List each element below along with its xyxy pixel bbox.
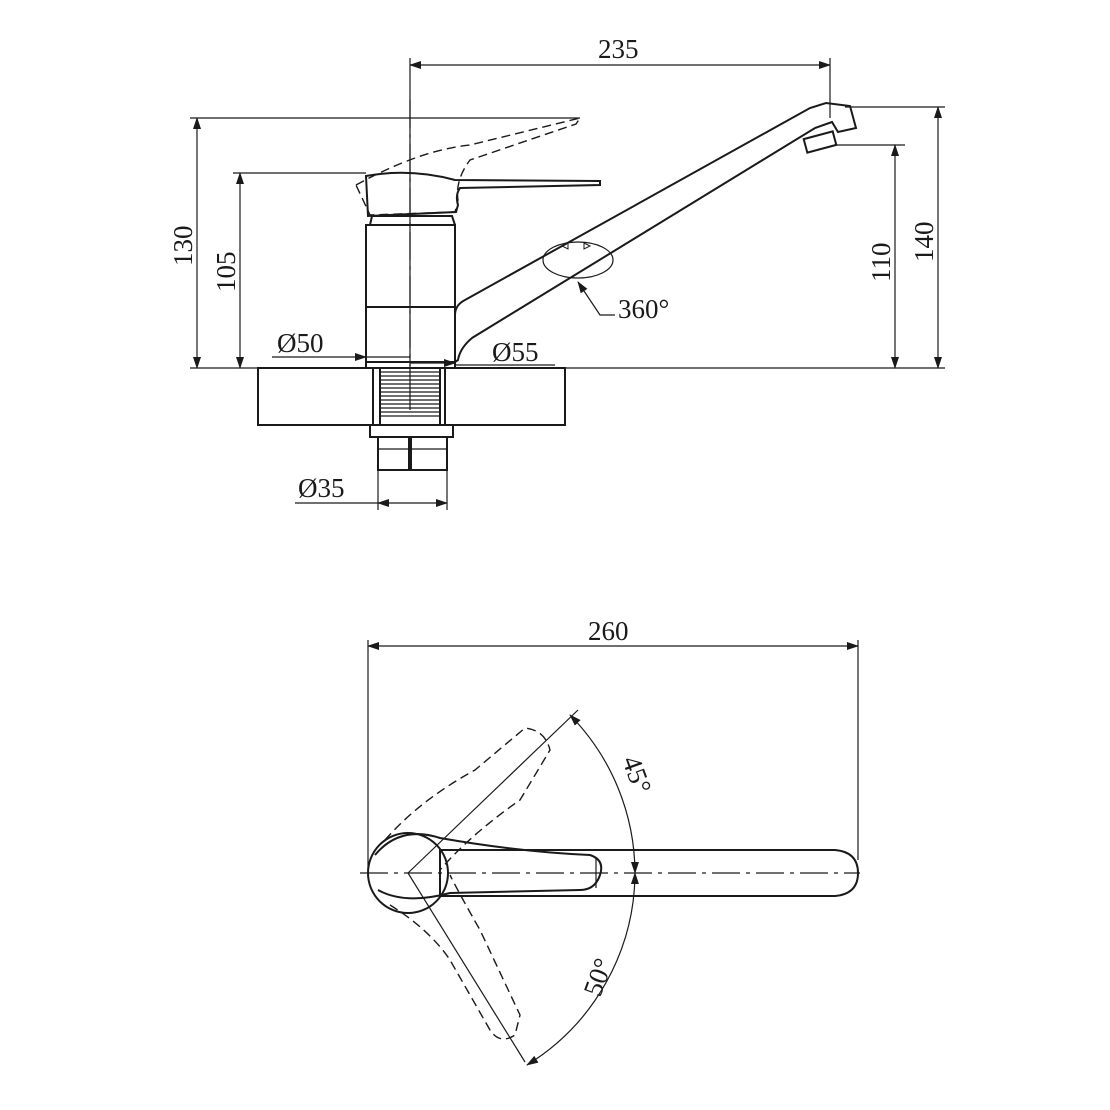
top-view: 260 45° 50°: [360, 616, 860, 1066]
swivel-label: 360°: [618, 294, 669, 324]
cartridge-collar: [369, 215, 456, 226]
lever-right-dashed: [389, 874, 521, 1040]
dim-130: 130: [168, 226, 198, 267]
lock-nut: [369, 424, 454, 438]
spout: [454, 101, 858, 364]
lever-left-dashed: [384, 727, 551, 871]
dim-110: 110: [866, 243, 896, 283]
swivel-ellipse: [542, 241, 614, 279]
lever-handle: [364, 171, 601, 218]
swivel-arrows-icon: [560, 242, 592, 250]
dim-d35: Ø35: [298, 473, 345, 503]
thread-lines: [379, 368, 441, 425]
side-view: 360° 235 130 105 110 140 Ø50 Ø55 Ø35: [168, 34, 945, 510]
swivel-leader: [577, 281, 615, 316]
dim-140: 140: [909, 222, 939, 263]
dim-105: 105: [211, 252, 241, 293]
dim-d50: Ø50: [277, 328, 324, 358]
angle-50: 50°: [577, 954, 618, 1000]
lever-raised-dashed: [355, 116, 582, 216]
angle-45: 45°: [616, 752, 657, 798]
dim-d55: Ø55: [492, 337, 539, 367]
arc-50: [526, 872, 639, 1066]
dim-235: 235: [598, 34, 639, 64]
hoses: [377, 436, 448, 471]
aerator: [802, 130, 838, 154]
arc-45: [569, 714, 639, 874]
dim-260: 260: [588, 616, 629, 646]
lever-top: [374, 833, 603, 900]
